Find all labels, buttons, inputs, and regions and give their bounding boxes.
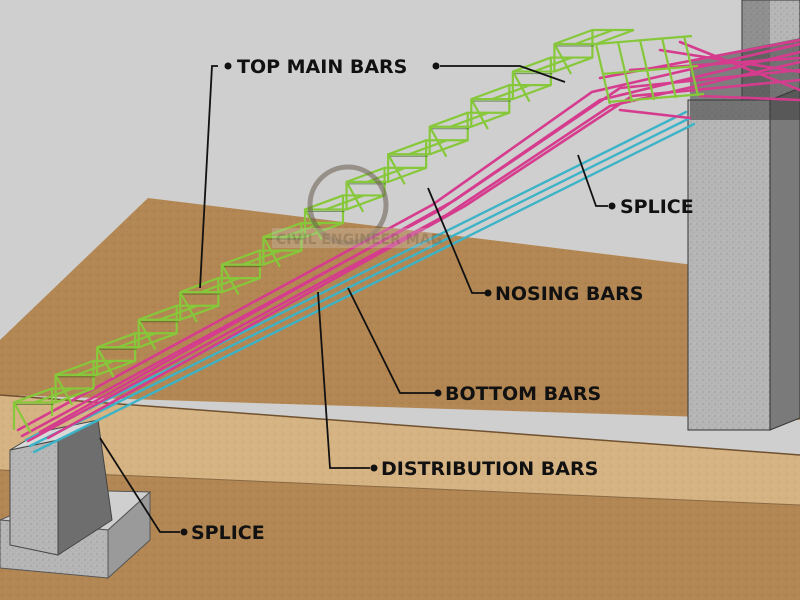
distribution-bars <box>12 28 705 433</box>
right-wall-side <box>769 87 800 431</box>
leader-top-main-left <box>199 65 218 289</box>
nosing-bars <box>16 45 594 405</box>
leader-dots <box>180 62 616 536</box>
label-splice-top: SPLICE <box>620 196 694 218</box>
label-bottom-bars: BOTTOM BARS <box>445 383 601 405</box>
leader-top-main-right <box>440 65 566 83</box>
watermark-logo: CIVIL ENGINEER MAG <box>272 164 442 248</box>
leader-lines <box>99 65 608 533</box>
bottom-bars <box>24 110 696 454</box>
leader-distribution <box>317 291 370 469</box>
label-distribution-bars: DISTRIBUTION BARS <box>381 458 598 480</box>
top-main-bars <box>16 38 800 443</box>
leader-bottom <box>347 287 436 394</box>
watermark-text: CIVIL ENGINEER MAG <box>276 232 442 248</box>
footing-base-side <box>107 490 151 580</box>
label-top-main-bars: TOP MAIN BARS <box>237 56 407 78</box>
label-splice-bottom: SPLICE <box>191 522 265 544</box>
footing-pedestal-front <box>9 439 59 556</box>
right-wall-face <box>687 99 771 431</box>
leader-splice-top <box>577 154 608 207</box>
ground-top-surface <box>0 198 800 420</box>
ground-edge-lower <box>0 469 800 506</box>
leader-nosing <box>427 187 486 294</box>
ground-front-lower <box>0 470 800 600</box>
ground-front-band <box>0 395 800 505</box>
leader-splice-bottom <box>99 437 180 533</box>
ground-edge <box>0 394 800 456</box>
label-nosing-bars: NOSING BARS <box>495 283 643 305</box>
